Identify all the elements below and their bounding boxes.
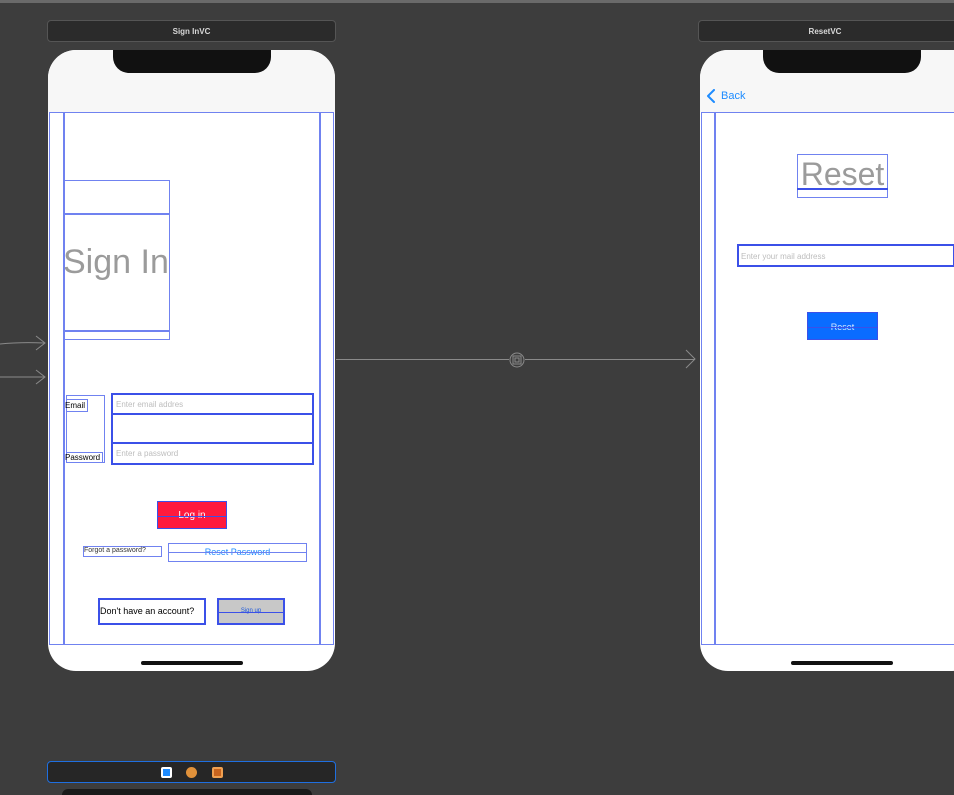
email-field-placeholder: Enter email addres	[116, 400, 184, 409]
entry-point-arrows	[0, 335, 46, 385]
email-label: Email	[65, 401, 86, 410]
password-field[interactable]	[111, 442, 314, 465]
scene-title-signin[interactable]: Sign InVC	[47, 20, 336, 42]
home-indicator	[791, 661, 893, 665]
segue-present-icon[interactable]	[508, 351, 526, 369]
no-account-label: Don't have an account?	[100, 606, 195, 616]
safe-area-guide	[49, 112, 334, 645]
scene-title-signin-label: Sign InVC	[172, 26, 211, 36]
reset-heading-baseline-guide	[797, 188, 888, 190]
segue-line-left	[336, 359, 509, 360]
exit-icon[interactable]	[212, 767, 223, 778]
home-indicator	[141, 661, 243, 665]
scene-dock	[47, 761, 336, 783]
reset-email-placeholder: Enter your mail address	[741, 252, 826, 261]
scene-title-reset-label: ResetVC	[808, 26, 842, 36]
heading-stack	[63, 180, 170, 340]
reset-scene[interactable]: Back Reset Enter your mail address Reset	[700, 50, 954, 671]
segue-line-right	[525, 359, 695, 360]
safe-area-guide	[701, 112, 954, 645]
sign-in-heading: Sign In	[63, 243, 169, 281]
password-field-placeholder: Enter a password	[116, 449, 179, 458]
forgot-password-label: Forgot a password?	[84, 547, 146, 554]
no-account-label-box	[98, 598, 206, 625]
signup-button-label: Sign up	[240, 608, 262, 614]
login-button-label: Log in	[158, 510, 226, 521]
view-controller-icon[interactable]	[161, 767, 172, 778]
reset-button-baseline-guide	[808, 327, 877, 328]
reset-heading-box	[797, 154, 888, 198]
signin-scene[interactable]: Sign In Email Password Enter email addre…	[48, 50, 335, 671]
password-label: Password	[65, 453, 101, 462]
first-responder-icon[interactable]	[186, 767, 197, 778]
reset-password-baseline-guide	[168, 552, 307, 553]
email-field[interactable]	[111, 393, 314, 415]
leading-margin-guide	[714, 112, 716, 645]
phone-notch	[113, 50, 271, 73]
phone-notch	[763, 50, 921, 73]
signup-baseline-guide	[219, 612, 283, 613]
reset-button[interactable]: Reset	[807, 312, 878, 340]
email-label-box	[66, 399, 88, 412]
next-scene-preview	[62, 789, 312, 795]
heading-top-divider	[63, 213, 170, 215]
login-button[interactable]: Log in	[157, 501, 227, 529]
top-bar	[0, 0, 954, 3]
password-label-box	[66, 452, 103, 463]
back-button[interactable]: Back	[721, 90, 746, 102]
chevron-left-icon[interactable]	[706, 89, 716, 103]
trailing-margin-guide	[319, 112, 321, 645]
scene-title-reset[interactable]: ResetVC	[698, 20, 954, 42]
login-baseline-guide	[158, 516, 226, 517]
reset-heading: Reset	[800, 156, 885, 192]
leading-margin-guide	[63, 112, 65, 645]
signup-button[interactable]: Sign up	[217, 598, 285, 625]
segue-arrowhead	[685, 349, 696, 369]
heading-bottom-divider	[63, 330, 170, 332]
forgot-label-box	[83, 546, 162, 557]
